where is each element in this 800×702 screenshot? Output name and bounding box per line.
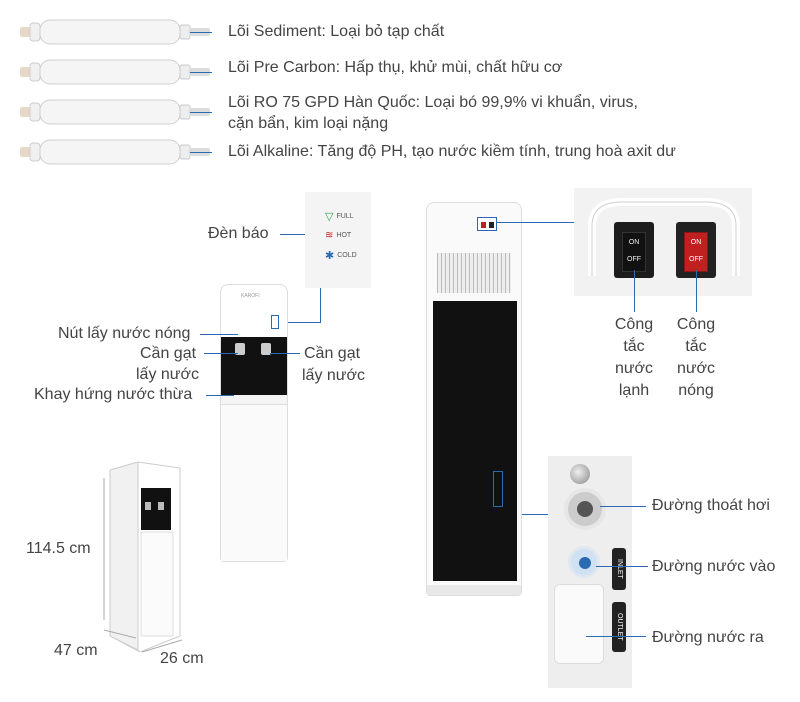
alkaline-filter-image	[18, 138, 218, 166]
switch-marker	[477, 217, 497, 231]
dispensing-area	[221, 337, 287, 395]
lever-right-label-2: lấy nước	[302, 367, 365, 384]
full-label: FULL	[336, 213, 354, 220]
lever-right-label-1: Cần gạt	[304, 345, 361, 362]
cup-icon: ▽	[325, 211, 334, 223]
hot-button-connector	[200, 334, 238, 335]
hot-switch-label: Công tắc nước nóng	[668, 314, 724, 402]
cold-switch-label-line1: Công	[614, 316, 654, 333]
cooling-fins	[437, 253, 511, 293]
drip-tray	[221, 395, 287, 405]
inlet-connector	[596, 566, 648, 567]
outlet-connector	[586, 636, 646, 637]
steam-vent-hole	[577, 501, 593, 517]
switch-marker-hot	[481, 222, 486, 228]
hot-button-label: Nút lấy nước nóng	[58, 325, 191, 342]
lever-left-label-1: Cần gạt	[140, 345, 197, 362]
brand-logo: KAROFI	[241, 293, 260, 299]
water-inlet-core	[579, 557, 591, 569]
full-indicator: ▽ FULL	[325, 210, 354, 223]
front-door	[221, 405, 287, 561]
hot-switch-label-line2: tắc	[685, 338, 707, 355]
hot-switch[interactable]: ON OFF	[676, 222, 716, 278]
hot-indicator: ≋ HOT	[325, 230, 351, 241]
switch-zoom-connector	[496, 222, 574, 223]
lever-right-connector	[270, 353, 300, 354]
steam-connector	[600, 506, 646, 507]
cold-label: COLD	[337, 252, 357, 259]
switch-zoom: ON OFF ON OFF	[574, 188, 752, 296]
cold-switch-on-label: ON	[628, 239, 640, 246]
depth-label: 47 cm	[54, 642, 98, 659]
filter-1-connector	[190, 32, 212, 33]
snowflake-icon: ✱	[325, 250, 335, 262]
cold-switch-off-label: OFF	[627, 256, 641, 263]
back-compartment	[433, 301, 517, 581]
height-label: 114.5 cm	[26, 540, 91, 557]
cold-switch-label: Công tắc nước lạnh	[606, 314, 662, 402]
water-inlet-port	[568, 546, 600, 578]
drip-tray-label: Khay hứng nước thừa	[34, 386, 193, 403]
ports-zoom-connector	[522, 514, 548, 515]
indicator-light-label: Đèn báo	[208, 225, 269, 242]
panel-connector-h	[283, 322, 321, 323]
panel-connector-v	[320, 288, 321, 322]
drip-tray-connector	[206, 395, 234, 396]
steam-outlet-label: Đường thoát hơi	[652, 497, 770, 514]
hot-switch-label-line4: nóng	[678, 382, 714, 399]
filter-1-label: Lõi Sediment: Loại bỏ tạp chất	[228, 23, 445, 40]
ports-marker	[493, 471, 503, 507]
filter-2-connector	[190, 72, 212, 73]
cold-switch-label-line4: lạnh	[618, 382, 650, 399]
hot-switch-label-line1: Công	[676, 316, 716, 333]
lever-left-connector	[204, 353, 238, 354]
water-outlet-label: Đường nước ra	[652, 629, 764, 646]
filter-2-label: Lõi Pre Carbon: Hấp thụ, khử mùi, chất h…	[228, 59, 563, 76]
base	[427, 585, 521, 595]
left-tap	[235, 343, 245, 355]
ro-filter-image	[18, 98, 218, 126]
control-panel-zoom: ▽ FULL ≋ HOT ✱ COLD	[305, 192, 371, 288]
lever-left-label-2: lấy nước	[136, 366, 199, 383]
width-label: 26 cm	[160, 650, 204, 667]
dispenser-front-image: KAROFI	[220, 284, 288, 562]
water-outlet-fitting	[554, 584, 604, 664]
hot-switch-on-label: ON	[690, 239, 702, 246]
sediment-filter-image	[18, 18, 218, 46]
indicator-connector	[280, 234, 306, 235]
handle-outline	[588, 198, 740, 276]
dispenser-perspective-image	[103, 461, 183, 653]
filter-3-label-line1: Lõi RO 75 GPD Hàn Quốc: Loại bó 99,9% vi…	[228, 94, 638, 111]
cold-switch-rocker: ON OFF	[622, 232, 646, 272]
water-inlet-label: Đường nước vào	[652, 558, 776, 575]
cold-switch-connector	[634, 270, 635, 312]
ports-zoom: INLET OUTLET	[548, 456, 632, 688]
hot-switch-connector	[696, 270, 697, 312]
inlet-tag: INLET	[612, 548, 626, 590]
filter-4-connector	[190, 152, 212, 153]
steam-vent	[564, 488, 606, 530]
panel-marker	[271, 315, 279, 329]
hot-label: HOT	[336, 232, 352, 239]
pre-carbon-filter-image	[18, 58, 218, 86]
hot-switch-off-label: OFF	[689, 256, 703, 263]
outlet-tag: OUTLET	[612, 602, 626, 652]
filter-4-label: Lõi Alkaline: Tăng độ PH, tạo nước kiềm …	[228, 143, 676, 160]
cold-switch-label-line3: nước	[614, 360, 654, 377]
filter-3-label-line2: cặn bẩn, kim loại nặng	[228, 115, 389, 132]
cold-switch-label-line2: tắc	[623, 338, 645, 355]
heat-icon: ≋	[325, 230, 334, 241]
switch-marker-cold	[489, 222, 494, 228]
dispenser-back-image	[426, 202, 522, 596]
cold-indicator: ✱ COLD	[325, 249, 357, 262]
right-tap	[261, 343, 271, 355]
screw	[570, 464, 590, 484]
filter-3-connector	[190, 112, 212, 113]
hot-switch-rocker: ON OFF	[684, 232, 708, 272]
hot-switch-label-line3: nước	[676, 360, 716, 377]
